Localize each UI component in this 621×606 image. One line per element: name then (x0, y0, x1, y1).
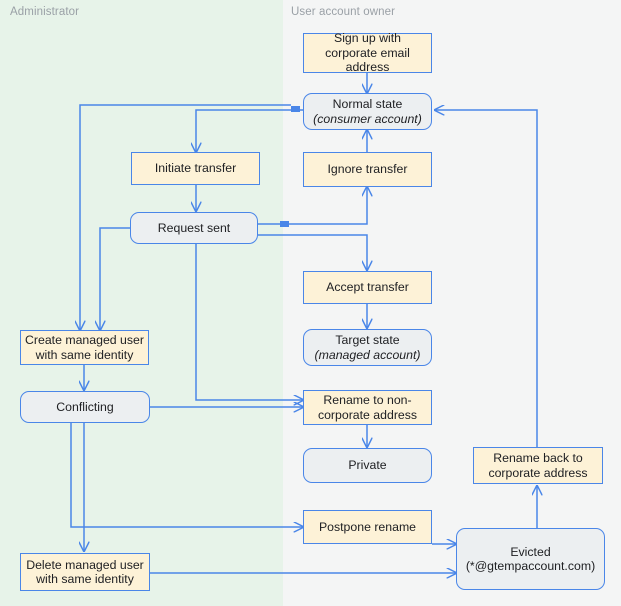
node-postpone-rename[interactable]: Postpone rename (303, 510, 432, 544)
node-initiate-transfer[interactable]: Initiate transfer (131, 152, 260, 185)
node-conflicting-label: Conflicting (56, 399, 114, 414)
node-accept-transfer-label: Accept transfer (326, 280, 409, 295)
node-ignore-transfer[interactable]: Ignore transfer (303, 152, 432, 187)
swimlane-label-user-account-owner: User account owner (291, 6, 396, 18)
edge-normal-create (80, 104, 291, 330)
node-create-managed-user[interactable]: Create managed user with same identity (20, 330, 149, 365)
edge-junction-marker-a (291, 106, 300, 112)
node-private[interactable]: Private (303, 448, 432, 483)
node-delete-managed-user-label: Delete managed user with same identity (26, 557, 144, 587)
edge-request-create (100, 227, 130, 330)
node-delete-managed-user[interactable]: Delete managed user with same identity (20, 553, 150, 591)
node-target-state-label: Target state (335, 333, 400, 347)
swimlane-administrator (0, 0, 283, 606)
node-evicted-sublabel: (*@gtempaccount.com) (465, 559, 596, 573)
node-create-managed-user-label: Create managed user with same identity (25, 333, 144, 362)
node-evicted[interactable]: Evicted (*@gtempaccount.com) (456, 528, 605, 590)
edge-request-accept (258, 234, 367, 270)
edge-renameback-normal (435, 110, 538, 447)
edge-request-rename (195, 244, 303, 400)
edge-normal-initiate (196, 109, 303, 152)
node-normal-state-label: Normal state (332, 97, 403, 111)
node-request-sent-label: Request sent (157, 220, 231, 235)
node-postpone-rename-label: Postpone rename (318, 519, 417, 534)
node-private-label: Private (348, 458, 387, 473)
node-target-state-sublabel: (managed account) (314, 347, 421, 362)
node-target-state[interactable]: Target state (managed account) (303, 329, 432, 366)
edge-conflicting-postpone (70, 423, 303, 527)
edge-junction-marker-b (280, 221, 289, 227)
node-normal-state-sublabel: (consumer account) (313, 111, 422, 126)
node-rename-back-label: Rename back to corporate address (488, 451, 588, 480)
node-rename-back[interactable]: Rename back to corporate address (473, 447, 603, 484)
edge-request-ignore (258, 187, 367, 225)
node-evicted-label: Evicted (510, 544, 551, 559)
node-rename-to-non-corporate[interactable]: Rename to non-corporate address (303, 390, 432, 425)
swimlane-label-administrator: Administrator (10, 6, 80, 18)
node-accept-transfer[interactable]: Accept transfer (303, 271, 432, 304)
node-sign-up-label: Sign up with corporate email address (325, 31, 410, 75)
node-request-sent[interactable]: Request sent (130, 212, 258, 244)
node-ignore-transfer-label: Ignore transfer (327, 162, 408, 177)
node-normal-state[interactable]: Normal state (consumer account) (303, 93, 432, 130)
node-conflicting[interactable]: Conflicting (20, 391, 150, 423)
node-rename-to-non-corporate-label: Rename to non-corporate address (317, 393, 418, 422)
node-initiate-transfer-label: Initiate transfer (154, 161, 237, 176)
node-sign-up[interactable]: Sign up with corporate email address (303, 31, 432, 75)
